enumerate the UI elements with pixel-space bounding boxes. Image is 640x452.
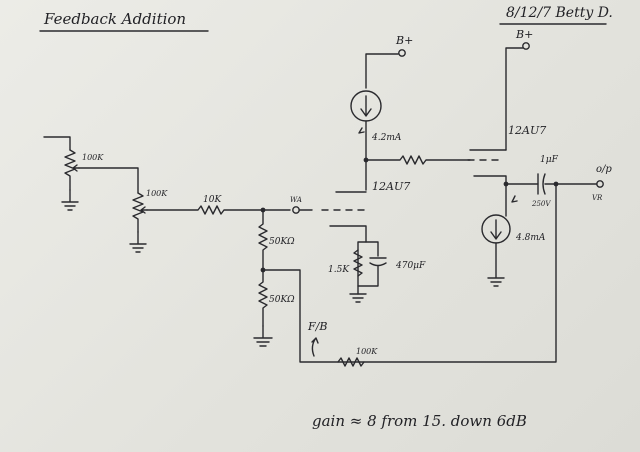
series-resistor (146, 205, 291, 215)
current-source-2-arrow (490, 219, 502, 240)
feedback-wire (262, 183, 557, 363)
feedback-label: F/B (307, 320, 327, 333)
coupling-capacitor (537, 173, 546, 195)
coupling-cap-voltage-label: 250V (531, 200, 551, 208)
current-direction-arrow (358, 127, 365, 134)
input-potentiometer-second (129, 192, 148, 253)
coupling-cap-label: 1μF (540, 155, 559, 165)
cathode-capacitor (357, 257, 387, 287)
pot-top-label: 100K (82, 153, 104, 162)
triode-upper (467, 149, 507, 185)
pot-second-label: 100K (146, 189, 168, 198)
current-source-1-label: 4.2mA (371, 133, 402, 143)
current-2-direction-arrow (511, 195, 518, 203)
gain-note: gain ≈ 8 from 15. down 6dB (312, 412, 527, 430)
pot-link-wire (78, 167, 139, 194)
feedback-resistor (337, 357, 365, 367)
divider-resistor-bottom (258, 269, 268, 327)
bplus-right-terminal (522, 42, 530, 50)
current-source-2-label: 4.8mA (515, 233, 546, 243)
divider-top-label: 50KΩ (269, 237, 295, 247)
output-node-label: VR (592, 194, 603, 202)
feedback-arrow (311, 337, 319, 357)
ground-symbol (253, 325, 273, 347)
triode-lower (321, 191, 367, 243)
series-resistor-label: 10K (203, 195, 222, 205)
cathode-ground (349, 293, 367, 303)
cathode-resistor-label: 1.5K (328, 265, 350, 275)
anode-resistor (365, 155, 471, 165)
feedback-resistor-label: 100K (356, 347, 378, 356)
bplus-right-label: B+ (515, 28, 533, 41)
current-source-2-ground (487, 242, 505, 287)
title: Feedback Addition (43, 10, 186, 28)
input-potentiometer-top (43, 136, 80, 211)
bplus-right-wire (505, 47, 524, 151)
output-terminal (596, 180, 604, 188)
cathode-resistor (353, 249, 363, 277)
bplus-left-terminal (398, 49, 406, 57)
divider-resistor-top (258, 209, 268, 271)
output-junction (553, 181, 559, 187)
bplus-left-wire (365, 53, 399, 89)
tube-top-label: 12AU7 (508, 124, 546, 137)
current-source-1-arrow (360, 95, 372, 117)
output-label: o/p (596, 164, 612, 175)
wa-node (292, 206, 300, 214)
tube-bottom-label: 12AU7 (372, 180, 410, 193)
bplus-left-label: B+ (395, 34, 413, 47)
date-author: 8/12/7 Betty D. (506, 5, 613, 21)
wa-node-label: WA (290, 196, 302, 204)
divider-bottom-label: 50KΩ (269, 295, 295, 305)
cathode-cap-label: 470μF (395, 261, 426, 271)
